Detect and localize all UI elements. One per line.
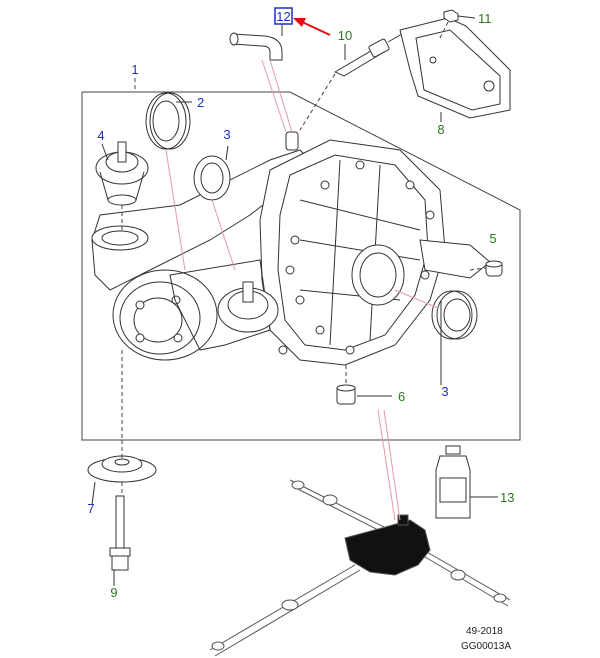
callout-8[interactable]: 8 xyxy=(437,122,444,137)
callout-4[interactable]: 4 xyxy=(97,128,104,143)
leader-lines xyxy=(91,15,498,586)
date-code: 49-2018 xyxy=(466,626,503,637)
callout-12[interactable]: 12 xyxy=(276,9,290,24)
callout-2[interactable]: 2 xyxy=(197,95,204,110)
mount-bushing-upper[interactable] xyxy=(95,141,149,206)
assembly-frame-outline xyxy=(81,91,521,441)
sensor-part-10[interactable] xyxy=(333,33,403,77)
nut-part-11[interactable] xyxy=(443,9,459,23)
differential-housing[interactable] xyxy=(91,131,491,366)
callout-labels: 1 2 3 3 4 5 6 7 8 9 10 11 12 13 xyxy=(87,9,514,600)
seal-part-2[interactable] xyxy=(145,92,191,150)
fluid-bottle-part-13[interactable] xyxy=(435,445,471,519)
bolt-part-9[interactable] xyxy=(109,495,131,571)
highlight-arrow xyxy=(293,18,331,36)
callout-5[interactable]: 5 xyxy=(489,231,496,246)
callout-9[interactable]: 9 xyxy=(110,585,117,600)
highlight-box-12 xyxy=(274,7,293,25)
callout-7[interactable]: 7 xyxy=(87,501,94,516)
plug-part-6[interactable] xyxy=(336,384,356,405)
callout-13[interactable]: 13 xyxy=(500,490,514,505)
callout-1[interactable]: 1 xyxy=(131,62,138,77)
seal-part-3-lower[interactable] xyxy=(431,290,478,340)
callout-3-upper[interactable]: 3 xyxy=(223,127,230,142)
control-module-part-8[interactable] xyxy=(399,17,511,119)
driveline-thumbnail xyxy=(209,479,511,657)
plug-part-5[interactable] xyxy=(485,260,503,277)
callout-6[interactable]: 6 xyxy=(398,389,405,404)
callout-3-lower[interactable]: 3 xyxy=(441,384,448,399)
illustration-id: GG00013A xyxy=(461,641,512,652)
callout-11[interactable]: 11 xyxy=(478,11,492,26)
seal-part-3-upper[interactable] xyxy=(193,155,231,201)
breather-elbow-part-12[interactable] xyxy=(229,32,283,61)
washer-part-7[interactable] xyxy=(87,455,157,483)
callout-10[interactable]: 10 xyxy=(338,28,352,43)
